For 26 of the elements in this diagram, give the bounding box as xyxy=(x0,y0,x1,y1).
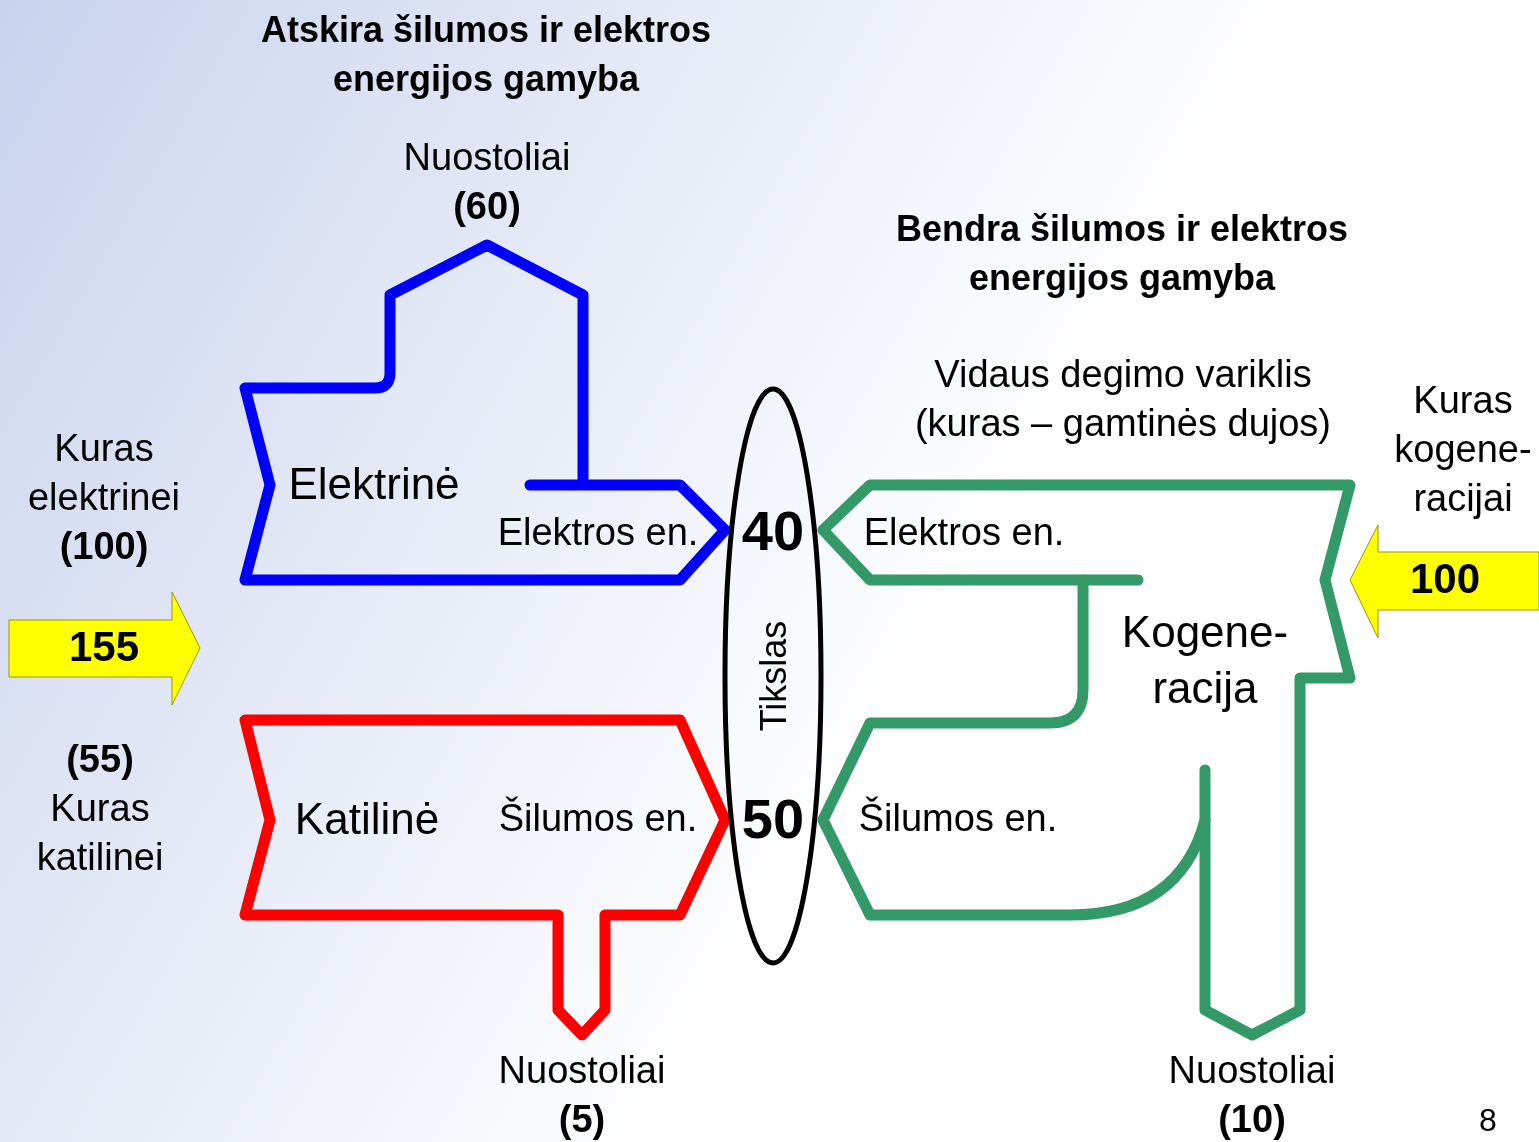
cogeneration-flow-shape xyxy=(816,478,1358,1040)
power-plant-flow-shape xyxy=(238,238,732,588)
output-label: Elektros en. xyxy=(863,509,1065,555)
plant-name: Elektrinė xyxy=(288,458,460,508)
fuel-value: 100 xyxy=(1409,553,1481,603)
engine-note: Vidaus degimo variklis (kuras – gamtinės dujos) xyxy=(913,352,1333,446)
target-ellipse xyxy=(722,385,825,967)
output-label: Šilumos en. xyxy=(498,795,698,841)
fuel-label: Kuras elektrinei (100) xyxy=(26,425,182,569)
heading: Bendra šilumos ir elektros energijos gamyba xyxy=(894,207,1350,300)
heading: Atskira šilumos ir elektros energijos gamyba xyxy=(259,8,713,101)
output-label: Elektros en. xyxy=(497,509,699,555)
loss-label: Nuostoliai (10) xyxy=(1167,1048,1337,1142)
target-label: Tikslas xyxy=(751,620,795,732)
page-number: 8 xyxy=(1479,1100,1497,1140)
value-label: 40 xyxy=(741,505,805,555)
plant-name: Katilinė xyxy=(294,793,440,843)
fuel-value: 155 xyxy=(68,621,140,671)
fuel-label: Kuras kogene- racijai xyxy=(1393,377,1533,521)
loss-label: Nuostoliai (60) xyxy=(402,135,572,229)
fuel-label: (55) Kuras katilinei xyxy=(35,736,165,880)
output-label: Šilumos en. xyxy=(858,795,1058,841)
boiler-flow-shape xyxy=(238,713,732,1043)
value-label: 50 xyxy=(741,793,805,843)
plant-name: Kogene- racija xyxy=(1120,606,1290,714)
loss-label: Nuostoliai (5) xyxy=(497,1048,667,1142)
